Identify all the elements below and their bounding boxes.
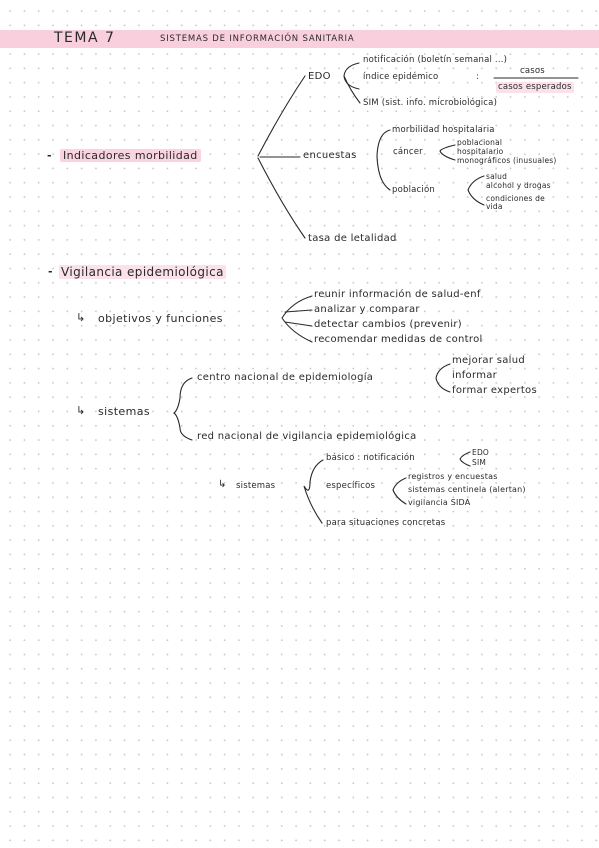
- brace-objetivos: [281, 295, 313, 343]
- centro-item: informar: [452, 370, 498, 381]
- vigilancia-label: Vigilancia epidemiológica: [59, 265, 226, 279]
- brace-edo-bottom: [343, 75, 361, 104]
- especificos-item: registros y encuestas: [408, 472, 498, 481]
- brace-especificos: [392, 477, 407, 505]
- especificos-item: vigilancia SIDA: [408, 498, 471, 507]
- tema-title: TEMA 7: [54, 30, 116, 46]
- tasa-letalidad: tasa de letalidad: [308, 233, 397, 244]
- objetivos-label: objetivos y funciones: [98, 312, 223, 325]
- poblacion-item: salud: [486, 172, 508, 181]
- tema-subtitle: SISTEMAS DE INFORMACIÓN SANITARIA: [160, 34, 355, 44]
- brace-red-sistemas: [303, 459, 324, 524]
- header-highlight: [0, 30, 599, 48]
- objetivo-item: recomendar medidas de control: [314, 334, 483, 345]
- poblacion-item: alcohol y drogas: [486, 181, 551, 190]
- poblacion-item: condiciones de: [486, 194, 545, 203]
- poblacion-item: vida: [486, 202, 503, 211]
- sistemas-label: sistemas: [98, 405, 150, 418]
- basico-item: EDO: [472, 448, 490, 457]
- encuestas-morbilidad: morbilidad hospitalaria: [392, 125, 495, 135]
- fraction-numerator: casos: [520, 66, 545, 76]
- brace-cancer: [439, 144, 456, 161]
- brace-centro: [435, 363, 451, 393]
- situaciones-label: para situaciones concretas: [326, 518, 446, 528]
- arrow-icon: ↳: [76, 404, 86, 417]
- especificos-label: específicos: [326, 481, 376, 491]
- edo-notificacion: notificación (boletín semanal ...): [363, 55, 508, 65]
- centro-label: centro nacional de epidemiología: [197, 372, 374, 383]
- basico-label: básico : notificación: [326, 453, 415, 463]
- brace-edo-top: [343, 62, 360, 90]
- arrow-icon: ↳: [218, 479, 227, 490]
- bullet-dash: -: [47, 149, 52, 162]
- brace-basico: [459, 451, 471, 467]
- connector-letalidad: [257, 157, 306, 239]
- edo-sim: SIM (sist. info. microbiológica): [363, 98, 498, 108]
- cancer-item: hospitalario: [457, 147, 504, 156]
- centro-item: mejorar salud: [452, 355, 526, 366]
- objetivo-item: detectar cambios (prevenir): [314, 319, 463, 330]
- brace-sistemas: [173, 377, 193, 441]
- especificos-item: sistemas centinela (alertan): [408, 485, 526, 494]
- objetivo-item: reunir información de salud-enf: [314, 289, 481, 300]
- red-label: red nacional de vigilancia epidemiológic…: [197, 431, 417, 442]
- red-sistemas-label: sistemas: [236, 481, 276, 491]
- brace-encuestas: [376, 129, 391, 191]
- connector-edo: [257, 75, 306, 157]
- cancer-item: monográficos (inusuales): [457, 156, 557, 165]
- arrow-icon: ↳: [76, 311, 86, 324]
- edo-colon: :: [476, 72, 480, 82]
- poblacion-label: población: [392, 185, 435, 195]
- connector-objetivos-3: [284, 321, 313, 327]
- cancer-item: poblacional: [457, 138, 503, 147]
- indicadores-label: Indicadores morbilidad: [60, 149, 201, 162]
- fraction-denominator: casos esperados: [496, 82, 574, 93]
- edo-indice: índice epidémico: [363, 72, 439, 82]
- cancer-label: cáncer: [393, 147, 423, 157]
- connector-objetivos-2: [284, 309, 313, 313]
- objetivo-item: analizar y comparar: [314, 304, 420, 315]
- basico-item: SIM: [472, 458, 487, 467]
- encuestas-label: encuestas: [303, 150, 357, 161]
- centro-item: formar expertos: [452, 385, 537, 396]
- edo-label: EDO: [308, 71, 331, 82]
- brace-poblacion: [467, 175, 485, 206]
- bullet-dash: -: [48, 265, 53, 278]
